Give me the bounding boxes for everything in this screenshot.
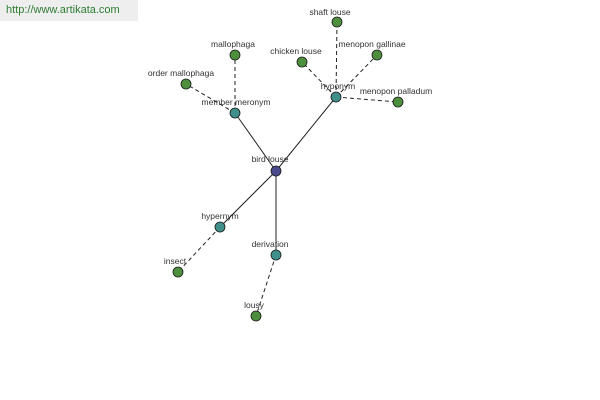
node-hyponym[interactable] [330, 91, 342, 103]
edge-bird-louse-hypernym [219, 170, 277, 228]
node-member-meronym[interactable] [229, 107, 241, 119]
label-derivation[interactable]: derivation [252, 239, 289, 249]
node-insect[interactable] [172, 266, 184, 278]
edge-hyponym-chicken-louse [301, 61, 337, 98]
node-menopon-palladum[interactable] [392, 96, 404, 108]
label-menopon-palladum[interactable]: menopon palladum [360, 86, 432, 96]
node-shaft-louse[interactable] [331, 16, 343, 28]
node-chicken-louse[interactable] [296, 56, 308, 68]
url-banner: http://www.artikata.com [0, 0, 138, 21]
nodes-layer [172, 16, 404, 322]
node-hypernym[interactable] [214, 221, 226, 233]
edge-bird-louse-hyponym [275, 96, 337, 172]
label-mallophaga[interactable]: mallophaga [211, 39, 255, 49]
edge-hyponym-menopon-gallinae [335, 54, 378, 98]
label-menopon-gallinae[interactable]: menopon gallinae [338, 39, 405, 49]
node-bird-louse[interactable] [270, 165, 282, 177]
edge-bird-louse-member-meronym [234, 112, 277, 172]
label-hyponym[interactable]: hyponym [321, 81, 356, 91]
edge-hyponym-menopon-palladum [335, 96, 399, 103]
edges-layer [177, 21, 399, 317]
edge-derivation-lousy [255, 254, 277, 317]
edge-hypernym-insect [177, 226, 221, 273]
label-bird-louse[interactable]: bird louse [252, 154, 289, 164]
node-menopon-gallinae[interactable] [371, 49, 383, 61]
url-link[interactable]: http://www.artikata.com [6, 4, 120, 16]
label-shaft-louse[interactable]: shaft louse [309, 7, 350, 17]
edge-member-meronym-order-mallophaga [185, 83, 236, 114]
label-order-mallophaga[interactable]: order mallophaga [148, 68, 214, 78]
label-insect[interactable]: insect [164, 256, 187, 266]
node-mallophaga[interactable] [229, 49, 241, 61]
node-derivation[interactable] [270, 249, 282, 261]
node-order-mallophaga[interactable] [180, 78, 192, 90]
node-lousy[interactable] [250, 310, 262, 322]
labels-layer: member meronym mallophaga order mallophaga… [148, 7, 432, 310]
label-hypernym[interactable]: hypernym [201, 211, 238, 221]
label-member-meronym[interactable]: member meronym [202, 97, 271, 107]
label-chicken-louse[interactable]: chicken louse [270, 46, 322, 56]
edge-hyponym-shaft-louse [335, 21, 338, 98]
label-lousy[interactable]: lousy [244, 300, 265, 310]
